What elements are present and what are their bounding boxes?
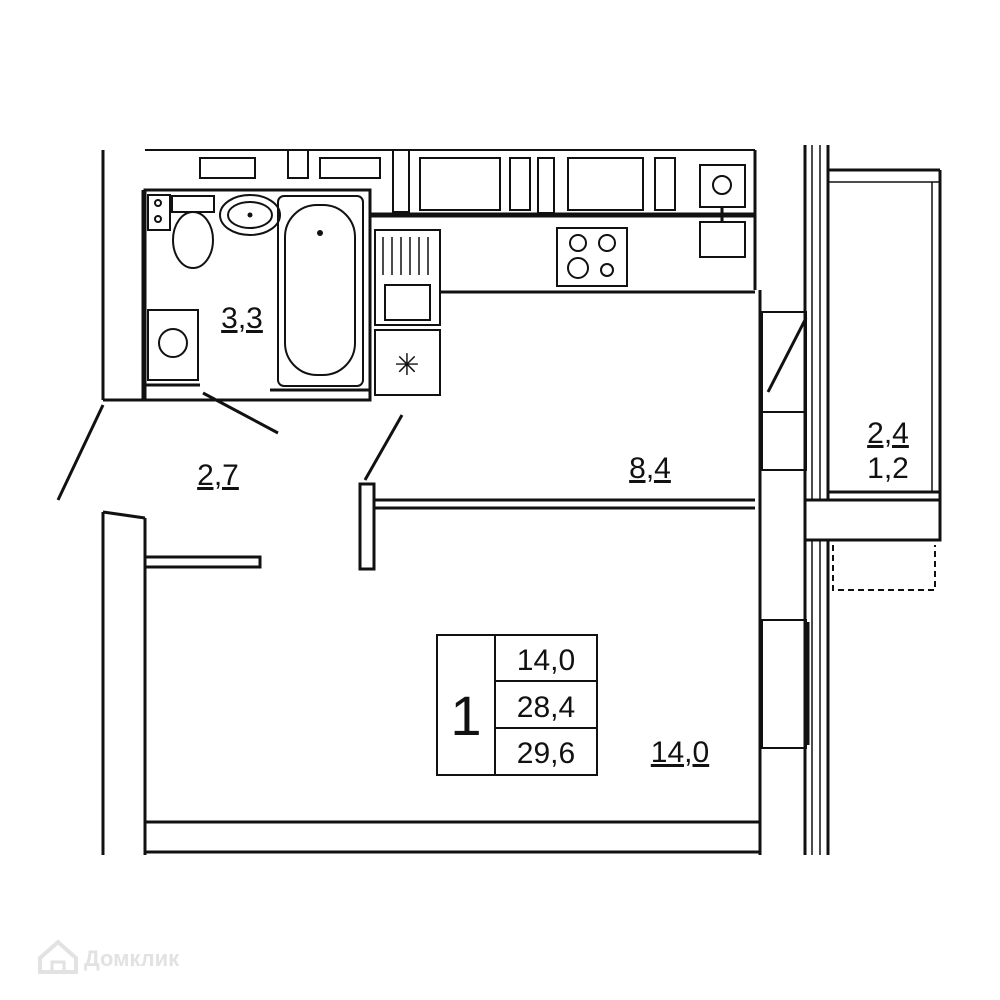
svg-text:✳: ✳ — [394, 348, 419, 383]
outer-wall-left-upper — [101, 150, 145, 402]
rooms-count: 1 — [450, 684, 481, 747]
stove-icon — [556, 227, 628, 287]
living-area: 14,0 — [651, 736, 709, 769]
kitchen-area: 8,4 — [629, 452, 671, 485]
balcony-area-full: 2,4 — [867, 417, 909, 450]
summary-living-area: 14,0 — [517, 644, 575, 677]
bathroom-area: 3,3 — [221, 302, 263, 335]
hall-wall-stub — [143, 555, 262, 569]
living-bottom-wall — [145, 820, 760, 854]
balcony — [803, 168, 942, 591]
kitchen-walls — [358, 290, 755, 571]
bathroom — [143, 188, 372, 402]
fridge-icon: ✳ — [374, 329, 441, 396]
summary-box — [436, 634, 598, 776]
kitchen-door — [363, 414, 404, 481]
bathtub-icon — [277, 195, 364, 387]
toilet-icon — [147, 194, 215, 269]
entrance-door — [56, 404, 105, 501]
watermark: Домклик — [38, 939, 180, 974]
washing-machine-icon — [147, 309, 199, 381]
kitchen-counter — [374, 229, 441, 326]
house-icon — [38, 939, 78, 974]
bathroom-door — [202, 391, 279, 435]
top-wall-windows — [145, 149, 757, 290]
hall-area: 2,7 — [197, 459, 239, 492]
balcony-area-reduced: 1,2 — [867, 452, 909, 485]
summary-total-area: 28,4 — [517, 691, 575, 724]
outer-wall-left-lower — [101, 510, 147, 855]
watermark-text: Домклик — [84, 946, 180, 971]
sink-icon — [219, 194, 281, 236]
boiler-icon — [699, 164, 746, 258]
summary-total-with-balcony: 29,6 — [517, 737, 575, 770]
